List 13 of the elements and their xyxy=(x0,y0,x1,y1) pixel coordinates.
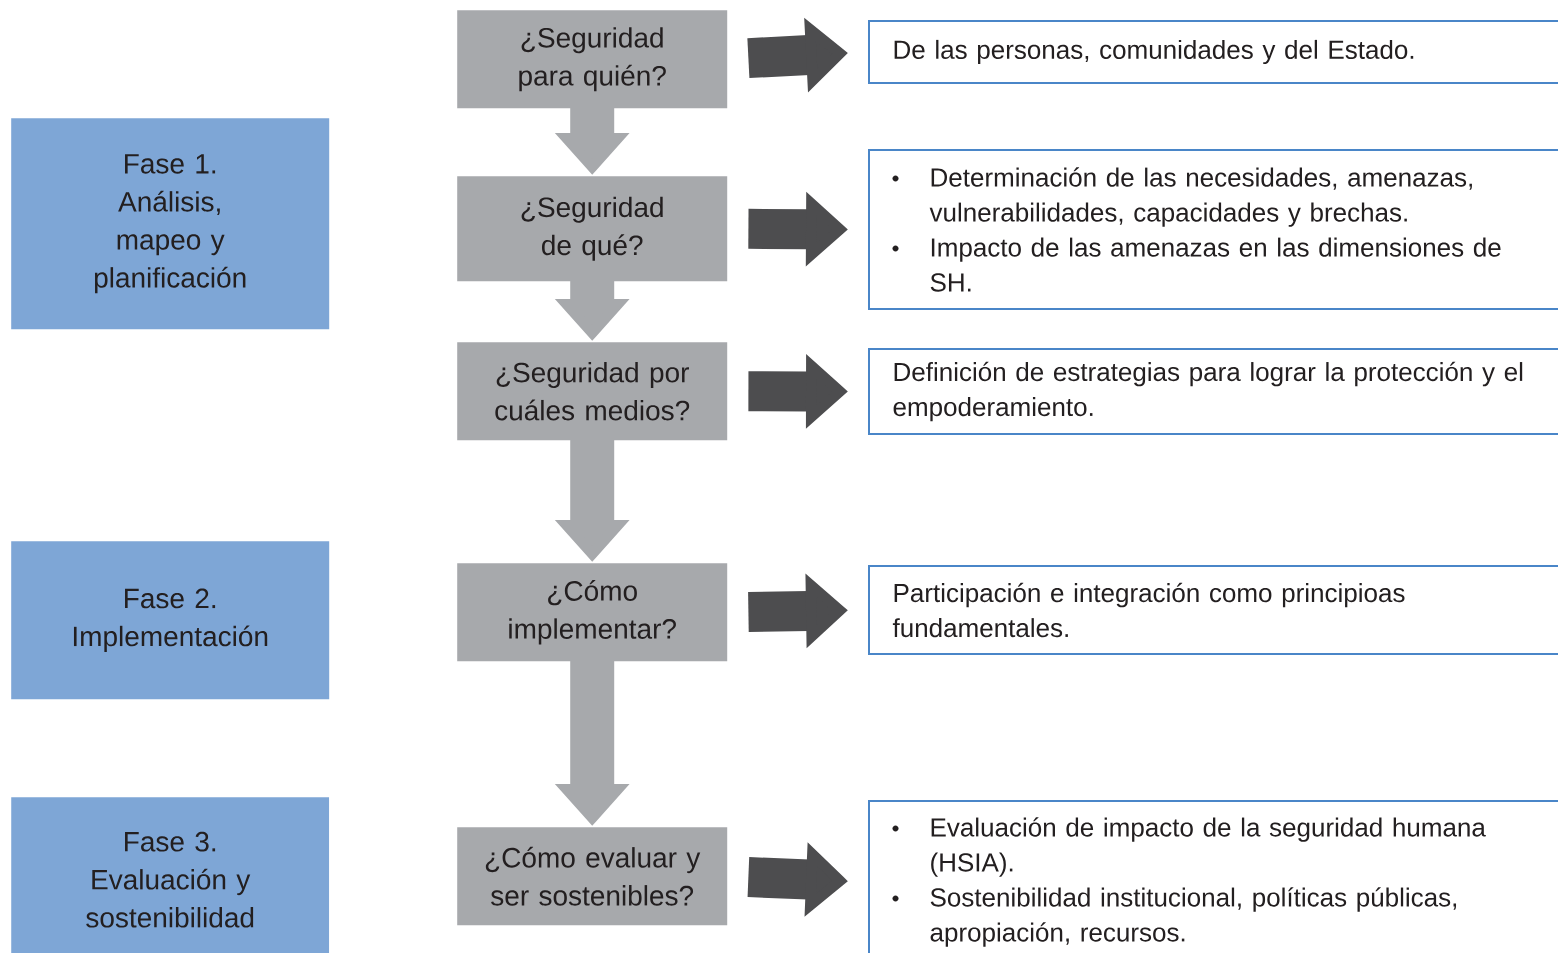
answer-box: Determinación de las necesidades, amenazas, vulnerabilidades, capacidades y brechas. Impacto de las amenazas en las dimensiones de SH. xyxy=(868,149,1558,310)
question-box: ¿Seguridad por cuáles medios? xyxy=(457,342,728,441)
question-box: ¿Cómo evaluar y ser sostenibles? xyxy=(457,827,728,926)
answer-box: De las personas, comunidades y del Estado. xyxy=(868,20,1558,84)
question-box: ¿Seguridad para quién? xyxy=(457,10,728,109)
phase-box: Fase 2. Implementación xyxy=(11,541,330,700)
question-box: ¿Cómo implementar? xyxy=(457,563,728,662)
phase-box: Fase 1. Análisis, mapeo y planificación xyxy=(11,118,330,330)
phase-box: Fase 3. Evaluación y sostenibilidad xyxy=(11,797,330,953)
answer-box: Evaluación de impacto de la seguridad humana (HSIA). Sostenibilidad institucional, políticas públicas, apropiación, recursos. xyxy=(868,800,1558,953)
answer-box: Definición de estrategias para lograr la protección y el empoderamiento. xyxy=(868,348,1558,435)
question-box: ¿Seguridad de qué? xyxy=(457,176,728,282)
answer-box: Participación e integración como principioas fundamentales. xyxy=(868,565,1558,655)
